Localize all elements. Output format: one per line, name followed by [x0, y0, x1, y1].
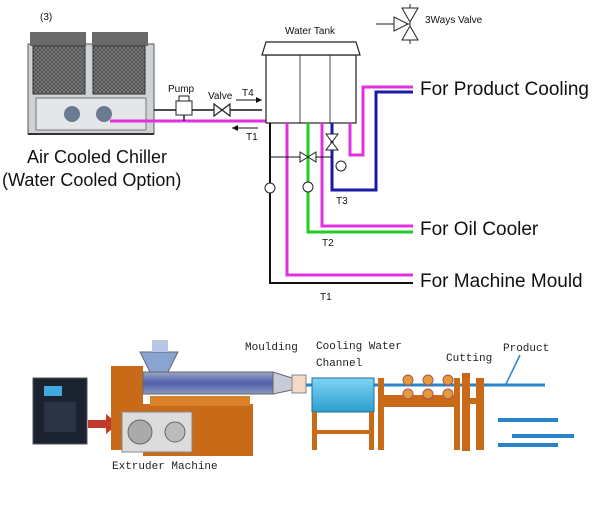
chiller-label-line1: Air Cooled Chiller — [27, 147, 167, 167]
product-label: Product — [503, 343, 549, 355]
three-way-valve-legend-icon — [376, 4, 419, 44]
extruder-barrel — [142, 371, 274, 395]
pipe-label-t3: T3 — [336, 196, 348, 207]
tank-label: Water Tank — [285, 26, 336, 37]
air-cooled-chiller — [27, 32, 155, 135]
product-pieces — [498, 418, 574, 447]
output-product-cooling: For Product Cooling — [420, 79, 589, 100]
arrow-right-icon — [88, 414, 118, 434]
valve-label: Valve — [208, 91, 233, 102]
cooling-label-line1: Cooling Water — [316, 341, 402, 353]
product-pointer — [505, 354, 521, 385]
inverter-panel — [32, 377, 88, 445]
pump-label: Pump — [168, 84, 195, 95]
pump-icon — [175, 95, 193, 121]
pipe-label-t4: T4 — [242, 88, 254, 99]
oil-cooler-loop — [306, 123, 413, 234]
output-oil-cooler: For Oil Cooler — [420, 219, 539, 240]
moulding-die — [272, 371, 307, 395]
product-cooling-loop — [330, 85, 413, 192]
loop-valve-icon — [299, 133, 339, 163]
water-tank — [261, 41, 361, 124]
figure-number: (3) — [40, 12, 52, 23]
t4-arrow-icon — [236, 97, 262, 103]
t1-arrow-icon — [232, 125, 258, 131]
cutting-label: Cutting — [446, 353, 492, 365]
output-machine-mould: For Machine Mould — [420, 271, 583, 292]
cooling-label-line2: Channel — [316, 358, 362, 370]
cutting-unit — [462, 373, 484, 451]
loop-pump-icon — [264, 160, 347, 194]
pipe-label-t1-bottom: T1 — [320, 292, 332, 303]
haul-off-rollers — [378, 374, 460, 450]
cooling-water-channel — [311, 377, 375, 450]
extruder-machine — [111, 366, 253, 456]
machine-mould-loop — [269, 123, 413, 284]
moulding-label: Moulding — [245, 342, 298, 354]
extruder-label: Extruder Machine — [112, 461, 218, 473]
valve-icon — [213, 102, 231, 118]
hopper-icon — [139, 340, 179, 373]
pipe-label-t1: T1 — [246, 132, 258, 143]
legend-valve-label: 3Ways Valve — [425, 15, 483, 26]
pipe-label-t2: T2 — [322, 238, 334, 249]
chiller-label-line2: (Water Cooled Option) — [2, 170, 181, 190]
